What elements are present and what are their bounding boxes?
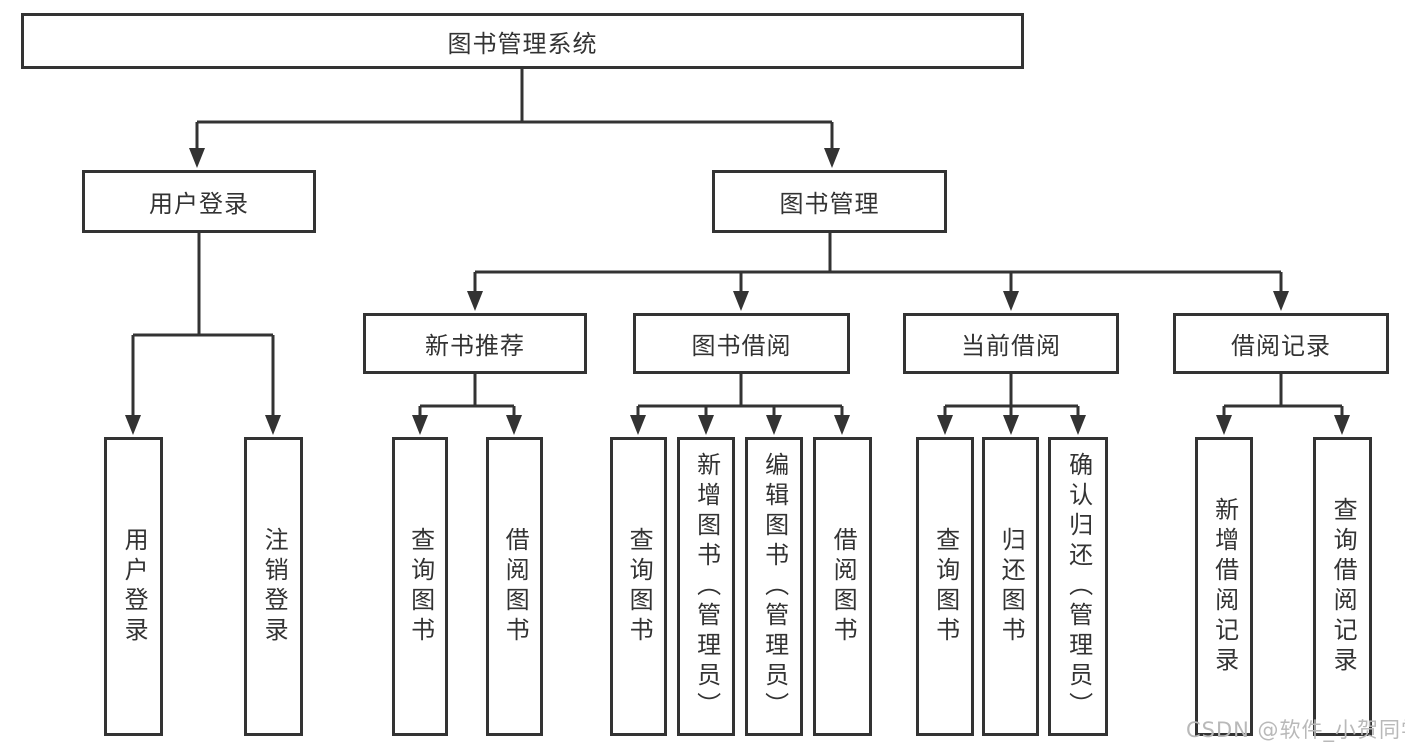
node-user-login-label: 用户登录 bbox=[149, 190, 249, 218]
leaf-logout-login-label: 注销登录 bbox=[260, 526, 289, 647]
node-book-management: 图书管理 bbox=[712, 170, 947, 233]
leaf-edit-books-admin: 编辑图书（管理员） bbox=[745, 437, 803, 736]
node-borrow-records-label: 借阅记录 bbox=[1231, 332, 1331, 360]
node-root-label: 图书管理系统 bbox=[447, 29, 598, 58]
node-book-borrowing: 图书借阅 bbox=[633, 313, 850, 374]
leaf-query-books-3-label: 查询图书 bbox=[931, 526, 960, 647]
leaf-add-borrow-record: 新增借阅记录 bbox=[1195, 437, 1253, 736]
node-borrow-records: 借阅记录 bbox=[1173, 313, 1389, 374]
node-book-management-label: 图书管理 bbox=[779, 190, 880, 218]
leaf-add-books-admin-label: 新增图书（管理员） bbox=[692, 451, 721, 722]
node-new-book-recommend-label: 新书推荐 bbox=[425, 332, 525, 360]
node-new-book-recommend: 新书推荐 bbox=[363, 313, 587, 374]
leaf-add-borrow-record-label: 新增借阅记录 bbox=[1210, 496, 1239, 677]
leaf-query-books-2: 查询图书 bbox=[610, 437, 667, 736]
node-user-login: 用户登录 bbox=[82, 170, 316, 233]
leaf-return-books-label: 归还图书 bbox=[997, 526, 1026, 647]
leaf-add-books-admin: 新增图书（管理员） bbox=[677, 437, 735, 736]
leaf-borrow-books-2: 借阅图书 bbox=[813, 437, 872, 736]
leaf-query-borrow-record-label: 查询借阅记录 bbox=[1329, 496, 1358, 677]
node-current-borrowing-label: 当前借阅 bbox=[961, 332, 1061, 360]
leaf-edit-books-admin-label: 编辑图书（管理员） bbox=[760, 451, 789, 722]
leaf-return-books: 归还图书 bbox=[982, 437, 1039, 736]
leaf-query-books-1: 查询图书 bbox=[392, 437, 448, 736]
leaf-user-login-label: 用户登录 bbox=[120, 526, 149, 647]
leaf-borrow-books-1-label: 借阅图书 bbox=[501, 526, 530, 647]
node-current-borrowing: 当前借阅 bbox=[903, 313, 1119, 374]
leaf-confirm-return-admin-label: 确认归还（管理员） bbox=[1064, 451, 1093, 722]
leaf-user-login: 用户登录 bbox=[104, 437, 163, 736]
leaf-borrow-books-1: 借阅图书 bbox=[486, 437, 543, 736]
leaf-borrow-books-2-label: 借阅图书 bbox=[829, 526, 858, 647]
csdn-watermark: CSDN @软件_小贺同学 bbox=[1186, 718, 1405, 742]
leaf-logout-login: 注销登录 bbox=[244, 437, 303, 736]
node-root: 图书管理系统 bbox=[21, 13, 1024, 69]
leaf-query-borrow-record: 查询借阅记录 bbox=[1313, 437, 1372, 736]
leaf-query-books-2-label: 查询图书 bbox=[625, 526, 654, 647]
leaf-query-books-3: 查询图书 bbox=[916, 437, 974, 736]
leaf-query-books-1-label: 查询图书 bbox=[406, 526, 435, 647]
node-book-borrowing-label: 图书借阅 bbox=[691, 332, 792, 360]
leaf-confirm-return-admin: 确认归还（管理员） bbox=[1048, 437, 1108, 736]
